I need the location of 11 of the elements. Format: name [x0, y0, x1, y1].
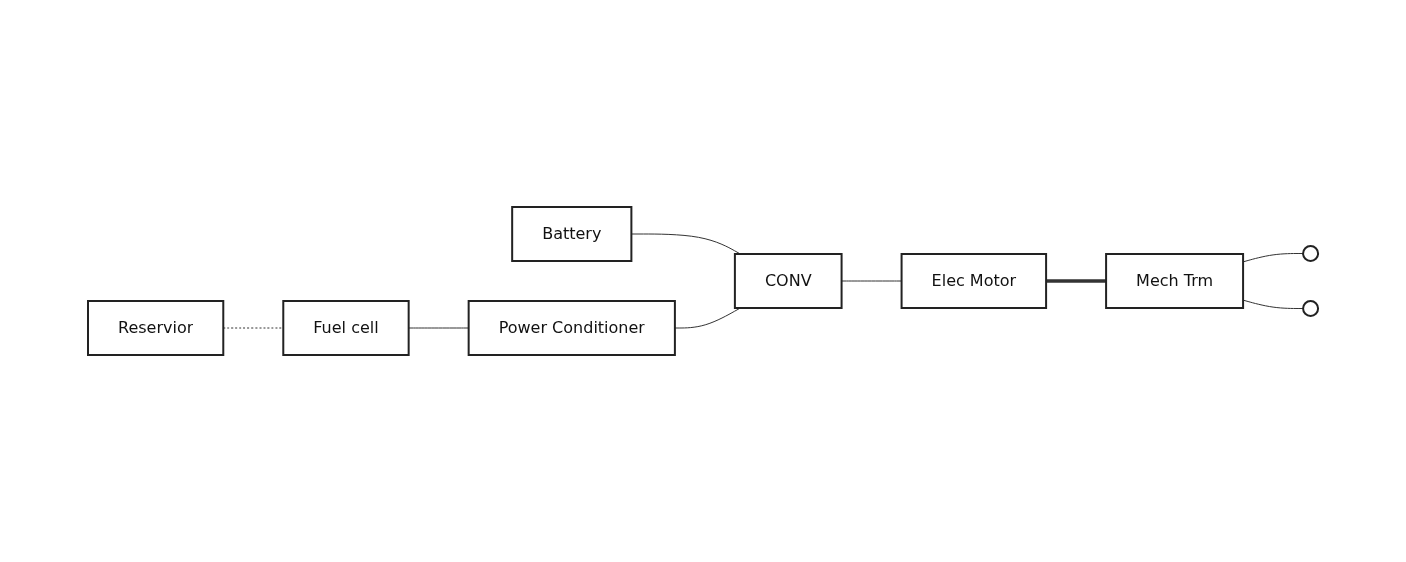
connector	[1046, 279, 1107, 283]
node-ellipse	[1302, 300, 1320, 317]
node-box: Fuel cell	[282, 300, 410, 356]
node-box: Reservior	[86, 300, 225, 356]
node-box: CONV	[733, 253, 843, 309]
node-box: Battery	[511, 206, 633, 262]
node-box: Power Conditioner	[467, 300, 676, 356]
connector	[674, 307, 741, 329]
node-ellipse	[1302, 245, 1320, 262]
node-box: Elec Motor	[900, 253, 1048, 309]
node-box: Mech Trm	[1105, 253, 1245, 309]
